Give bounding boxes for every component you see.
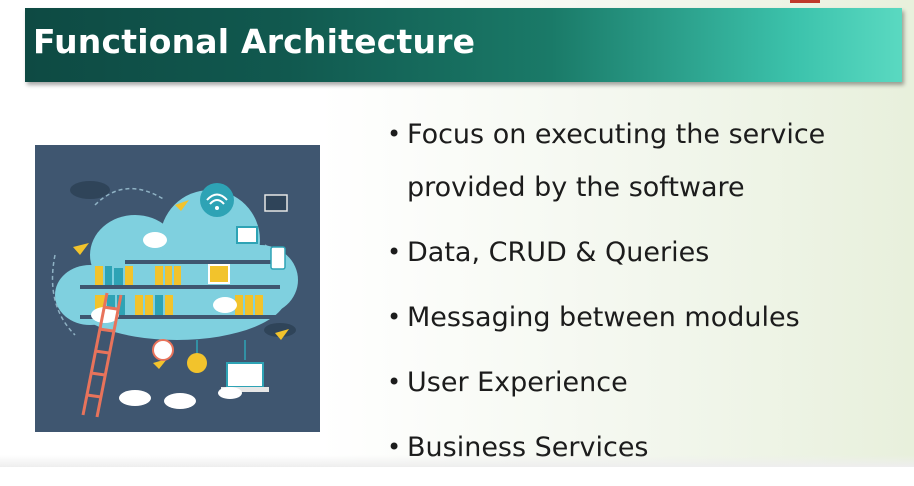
music-icon	[270, 246, 286, 270]
folder-icon	[208, 264, 230, 284]
bottom-fade	[0, 455, 914, 467]
bullet-item: • User Experience	[385, 356, 900, 409]
bullet-text: User Experience	[407, 367, 628, 398]
clapperboard-icon	[264, 194, 288, 212]
cloud-architecture-illustration	[35, 145, 320, 432]
bottom-clouds	[119, 387, 242, 409]
bullet-text: Messaging between modules	[407, 302, 800, 333]
cloud-illustration-svg	[51, 181, 298, 418]
cloud-shelves	[80, 260, 280, 319]
paper-plane-icon	[73, 243, 89, 255]
connector-lines	[51, 188, 289, 336]
wifi-icon	[200, 183, 234, 217]
small-cloud-icon	[264, 323, 296, 337]
globe-icon	[152, 339, 174, 361]
cloud-character-icon	[91, 232, 237, 323]
bullet-item: • Messaging between modules	[385, 291, 900, 344]
image-icon	[236, 226, 258, 244]
bullet-dot-icon: •	[387, 303, 402, 331]
bullet-dot-icon: •	[387, 238, 402, 266]
bullet-list: • Focus on executing the service provide…	[385, 108, 900, 486]
paper-plane-icon	[275, 329, 289, 340]
bullet-text: Data, CRUD & Queries	[407, 237, 710, 268]
slide-title: Functional Architecture	[33, 22, 476, 61]
corner-marker	[790, 0, 820, 3]
bullet-dot-icon: •	[387, 368, 402, 396]
paper-plane-icon	[153, 359, 167, 369]
small-cloud-icon	[70, 181, 110, 199]
ladder-icon	[81, 292, 123, 418]
paper-plane-icon	[175, 200, 189, 211]
bullet-dot-icon: •	[387, 120, 402, 148]
title-bar: Functional Architecture	[25, 8, 902, 82]
laptop-icon	[221, 362, 269, 392]
download-icon	[187, 353, 207, 373]
bullet-item: • Focus on executing the service provide…	[385, 108, 900, 214]
bullet-dot-icon: •	[387, 433, 402, 461]
books-icon	[95, 266, 263, 315]
bullet-item: • Data, CRUD & Queries	[385, 226, 900, 279]
bullet-text: Focus on executing the service provided …	[407, 119, 826, 203]
